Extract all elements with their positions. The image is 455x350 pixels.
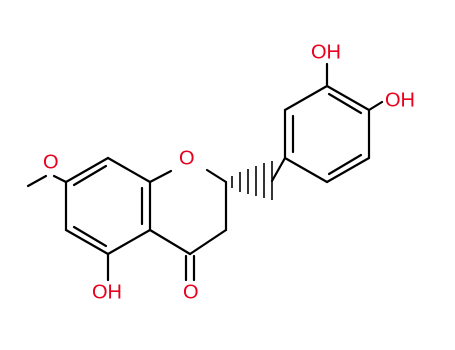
bond-a5 bbox=[106, 228, 152, 256]
hydroxy-3-prime-label: OH bbox=[311, 41, 341, 63]
bond-a2 bbox=[64, 156, 110, 184]
bond-c7-o bbox=[52, 174, 68, 184]
hydroxy-5-label: OH bbox=[92, 281, 122, 303]
methoxy-oxygen-label: O bbox=[43, 151, 59, 173]
bond-o-methyl bbox=[26, 174, 48, 188]
bond-a-double-2 bbox=[72, 225, 108, 248]
bond-c2-b1 bbox=[270, 156, 287, 183]
bond-c4 bbox=[188, 228, 228, 256]
carbonyl-oxygen-label: O bbox=[183, 281, 199, 303]
ring-oxygen-label: O bbox=[179, 147, 195, 169]
bond-b6 bbox=[283, 156, 329, 184]
bond-b5 bbox=[325, 156, 371, 184]
bond-a-double-1 bbox=[72, 164, 108, 187]
stereo-hash-bond bbox=[231, 161, 273, 200]
bond-b2 bbox=[283, 84, 329, 112]
ring-a-bonds bbox=[64, 156, 152, 256]
bond-a1 bbox=[106, 156, 152, 184]
bond-c2 bbox=[205, 168, 228, 184]
bond-a4 bbox=[64, 228, 110, 256]
hydroxy-4-prime-label: OH bbox=[385, 89, 415, 111]
bond-c4p-oh bbox=[367, 100, 384, 112]
bond-b-double-2 bbox=[327, 92, 363, 115]
bond-b3 bbox=[325, 84, 371, 112]
bond-b-double-3 bbox=[327, 153, 363, 176]
bond-c5 bbox=[148, 228, 192, 256]
bond-c1 bbox=[148, 169, 173, 184]
ring-b-bonds bbox=[283, 84, 371, 184]
ring-c-bonds bbox=[148, 168, 228, 282]
